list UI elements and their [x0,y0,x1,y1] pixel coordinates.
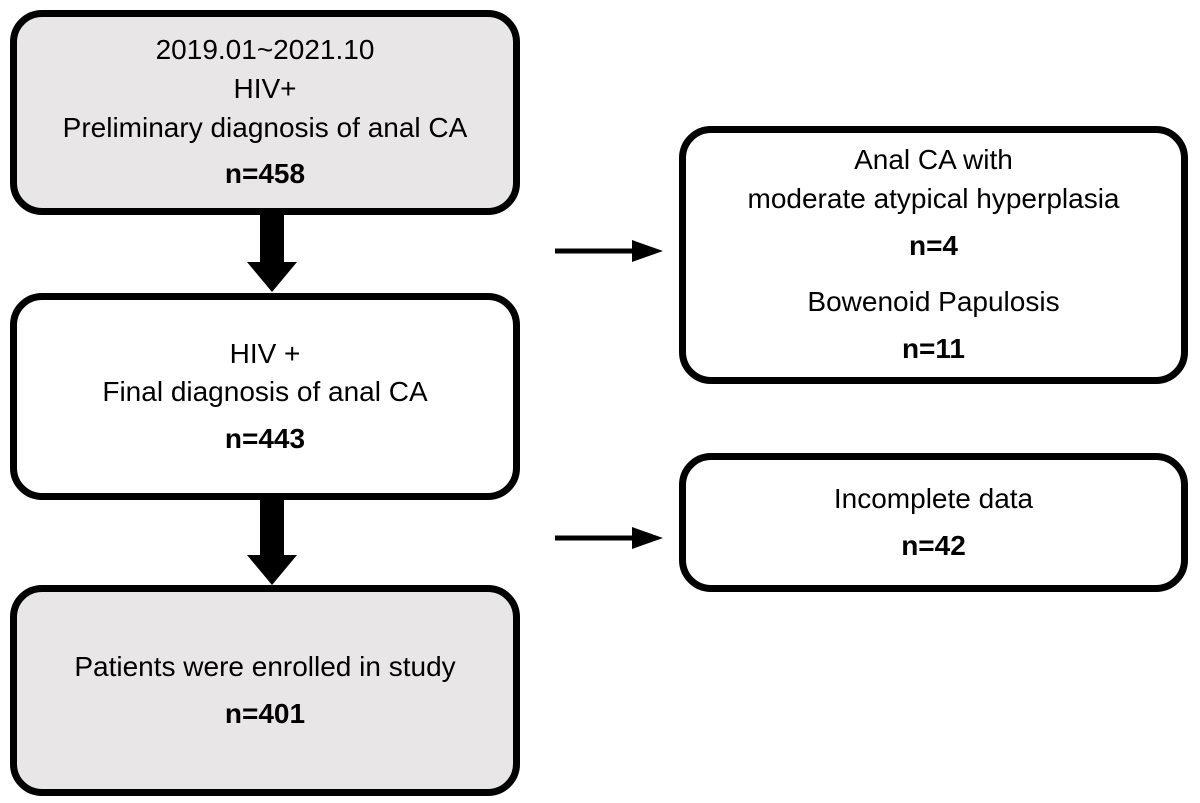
exclusion-group-hyperplasia: Anal CA with moderate atypical hyperplas… [748,141,1120,265]
count-label: n=4 [908,229,958,261]
count-label: n=11 [901,332,966,364]
count-label: n=401 [224,697,306,729]
box-final-diagnosis: HIV + Final diagnosis of anal CA n=443 [10,293,520,500]
enrolled-text: Patients were enrolled in study [74,650,456,682]
count-label: n=42 [901,529,966,561]
exclusion-text: Anal CA with [854,144,1013,176]
box-enrolled-patients: Patients were enrolled in study n=401 [10,585,520,796]
exclusion-text: moderate atypical hyperplasia [747,183,1120,215]
block-arrow-down-2 [247,499,297,585]
block-arrow-down-1 [247,214,297,292]
box-excluded-incomplete-data: Incomplete data n=42 [679,453,1188,592]
hiv-status-text: HIV+ [233,72,297,104]
box-excluded-pathology: Anal CA with moderate atypical hyperplas… [679,126,1188,384]
right-arrow-head-1 [632,240,663,262]
box-preliminary-diagnosis: 2019.01~2021.10 HIV+ Preliminary diagnos… [10,10,520,215]
right-arrow-head-2 [632,527,663,549]
diagnosis-text: Preliminary diagnosis of anal CA [62,111,468,143]
count-label: n=443 [224,422,306,454]
hiv-status-text: HIV + [229,337,301,369]
exclusion-text: Incomplete data [833,482,1034,514]
exclusion-group-bowenoid: Bowenoid Papulosis n=11 [807,283,1059,368]
exclusion-text: Bowenoid Papulosis [807,286,1060,318]
count-label: n=458 [224,158,306,190]
diagnosis-text: Final diagnosis of anal CA [102,376,428,408]
period-text: 2019.01~2021.10 [155,34,375,66]
